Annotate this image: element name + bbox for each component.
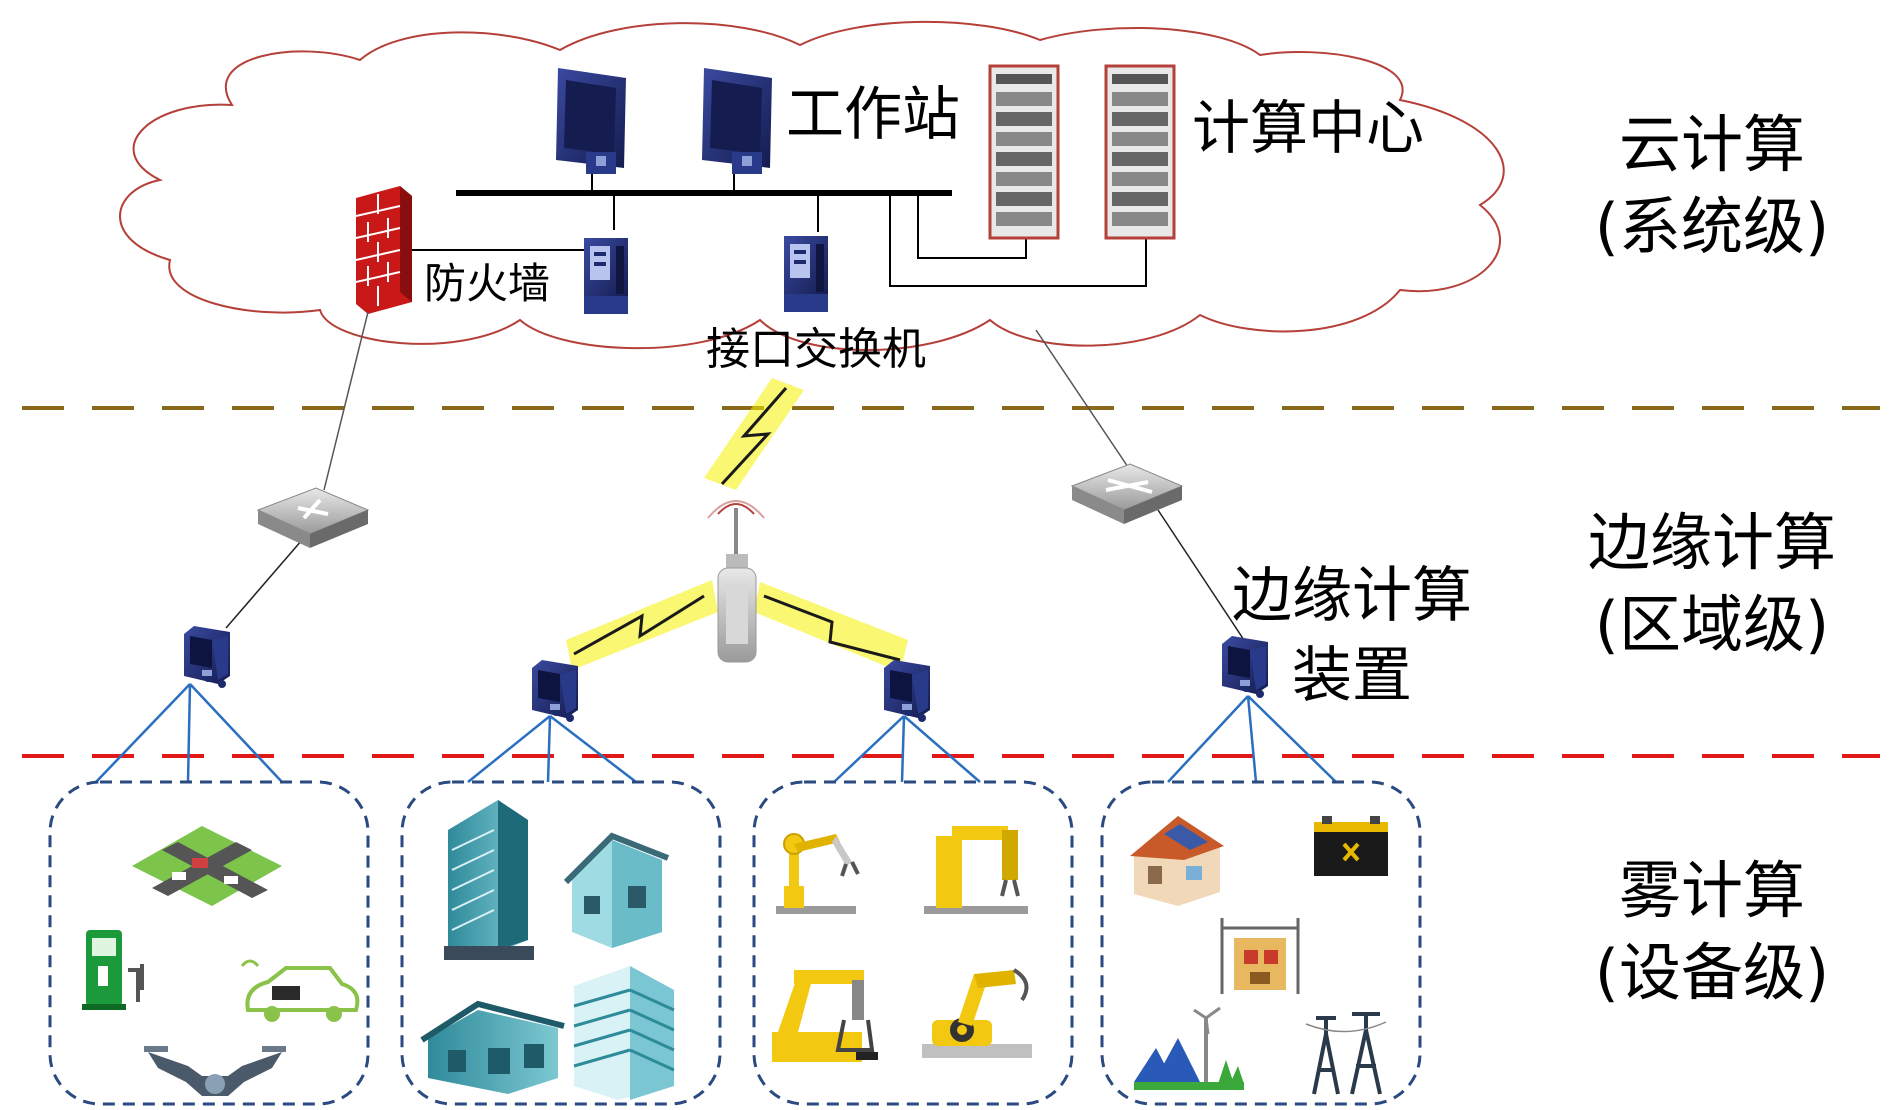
server-rack-icon <box>988 64 1060 240</box>
battery-icon <box>1314 816 1388 876</box>
tier-fog-name: 雾计算 <box>1619 854 1805 927</box>
router-icon <box>256 487 370 548</box>
house-icon <box>563 832 670 948</box>
uplink <box>1035 329 1131 471</box>
device-links <box>95 683 1337 783</box>
workstation-icon <box>702 68 772 174</box>
robot-arm-icon <box>774 832 860 916</box>
uplink <box>225 539 303 629</box>
bus-link <box>889 193 1147 287</box>
tier-cloud-name: 云计算 <box>1619 108 1805 181</box>
substation-icon <box>1220 918 1300 994</box>
wireless-link-icon <box>566 580 718 670</box>
firewall-icon <box>355 186 412 314</box>
fog-group-transport <box>48 780 370 1106</box>
intersection-icon <box>132 826 282 906</box>
tier-edge-level: (区域级) <box>1595 588 1829 661</box>
drone-icon <box>144 1046 286 1096</box>
edge-device-icon <box>532 660 578 722</box>
edge-device-icon <box>1222 636 1268 698</box>
edge-device-icon <box>184 626 230 688</box>
workstation-icon <box>556 68 626 174</box>
fog-group-industry <box>752 780 1074 1106</box>
wireless-link-icon <box>754 582 908 672</box>
solar-house-icon <box>1130 816 1224 906</box>
firewall-label: 防火墙 <box>424 259 550 308</box>
robot-arm-icon <box>924 826 1028 914</box>
uplink <box>323 311 369 491</box>
server-rack-icon <box>1104 64 1176 240</box>
wind-solar-icon <box>1134 1006 1244 1090</box>
interface-switch-icon <box>784 236 828 312</box>
wireless-link-icon <box>704 378 804 490</box>
tier-fog-level: (设备级) <box>1595 936 1829 1009</box>
low-building-icon <box>420 1000 565 1094</box>
robot-arm-icon <box>772 970 878 1062</box>
tier-edge-name: 边缘计算 <box>1588 506 1836 579</box>
interface-switch-icon <box>584 238 628 314</box>
tier-cloud-level: (系统级) <box>1595 190 1829 263</box>
antenna-icon <box>707 500 765 663</box>
fog-group-energy <box>1100 780 1422 1106</box>
bus-link <box>917 193 1027 259</box>
edge-device-label-line1: 边缘计算 <box>1232 561 1472 631</box>
charging-pile-icon <box>82 930 144 1010</box>
workstation-label: 工作站 <box>786 80 960 148</box>
office-tower-icon <box>444 800 534 960</box>
edge-device-icon <box>884 660 930 722</box>
high-rise-icon <box>573 966 675 1100</box>
transmission-tower-icon <box>1305 1012 1387 1095</box>
electric-car-icon <box>240 959 360 1022</box>
computing-center-label: 计算中心 <box>1192 94 1424 162</box>
uplink <box>1157 509 1245 641</box>
robot-arm-icon <box>922 968 1032 1058</box>
interface-switch-label: 接口交换机 <box>706 324 926 375</box>
edge-device-label-line2: 装置 <box>1292 641 1412 711</box>
fog-group-buildings <box>400 780 722 1106</box>
router-icon <box>1070 463 1184 524</box>
